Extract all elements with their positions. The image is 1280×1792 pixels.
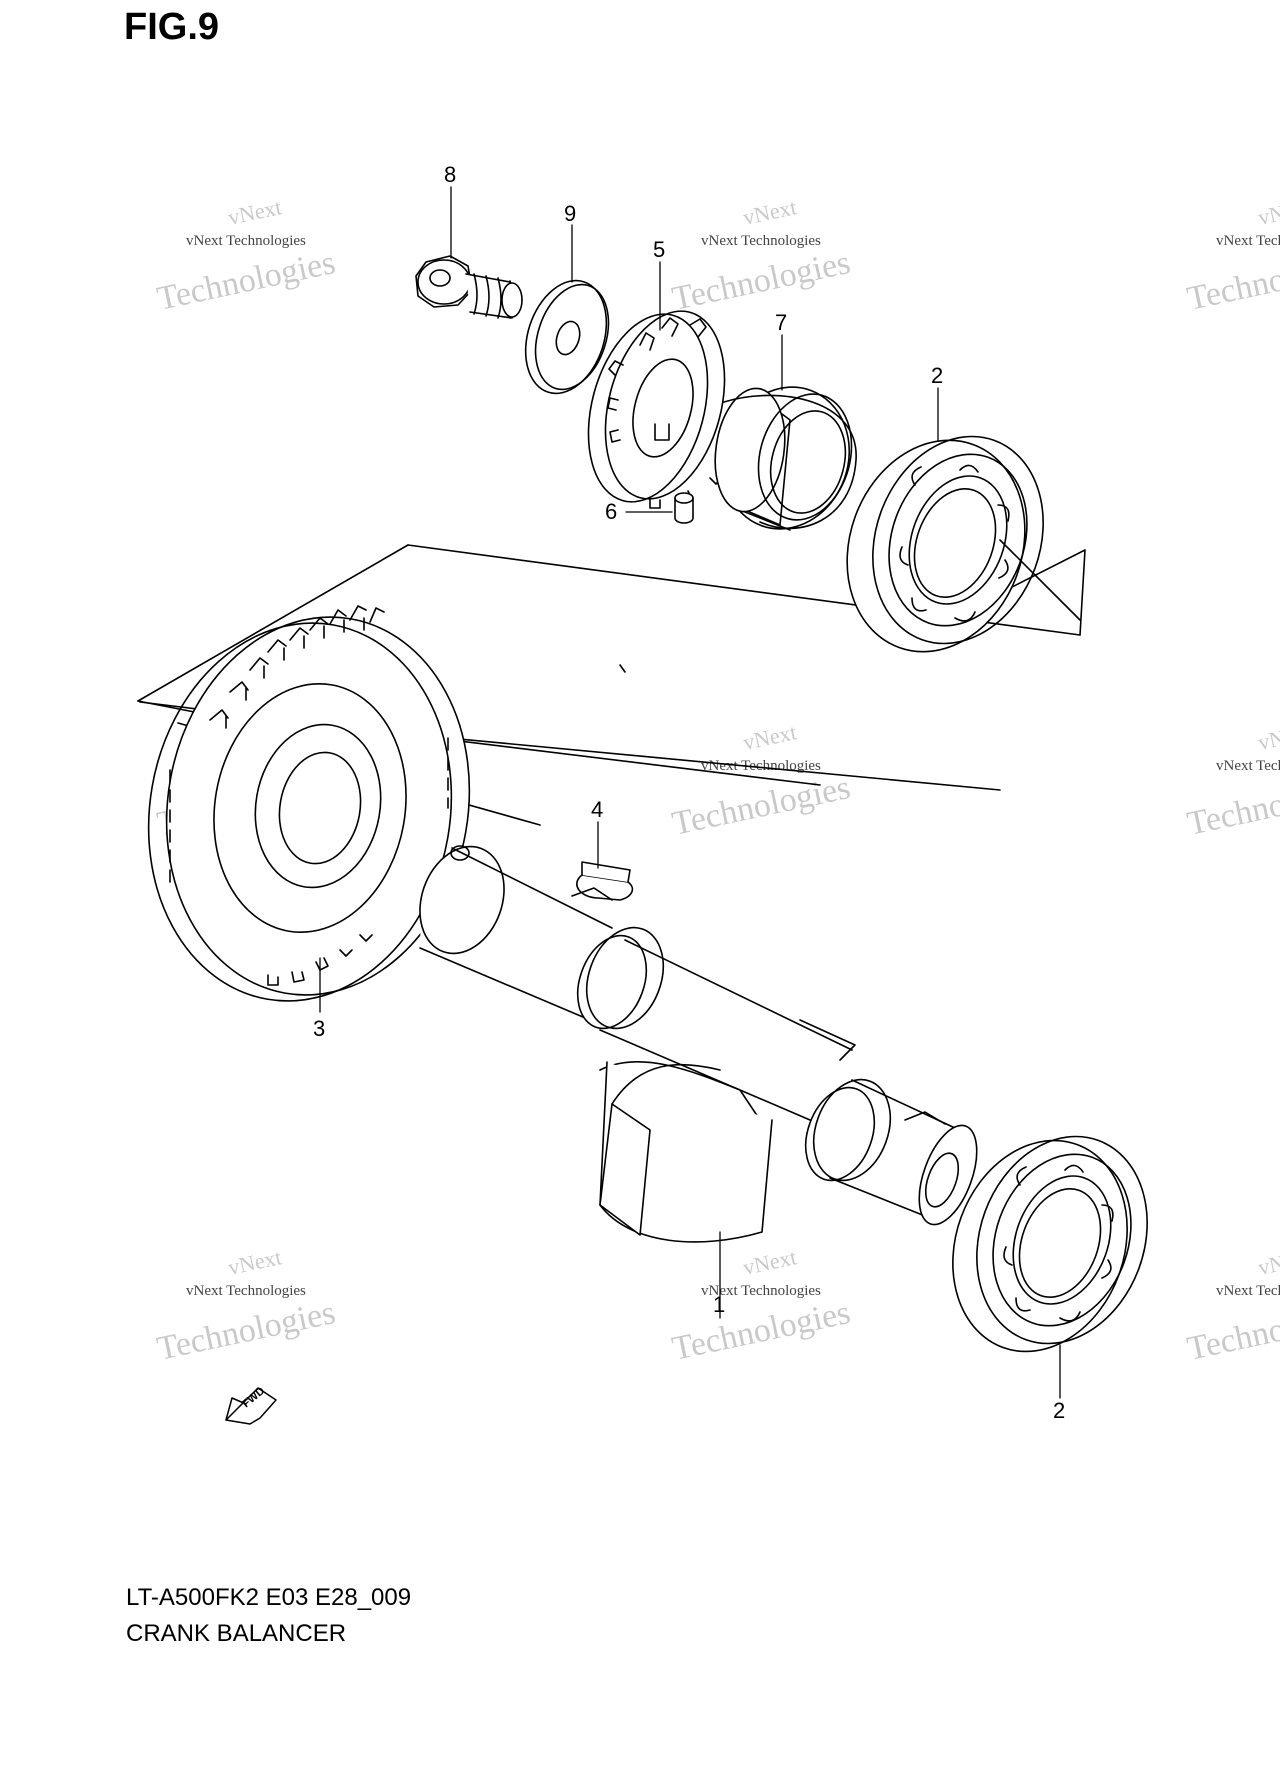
callout-7: 7 <box>775 310 787 335</box>
part-4-woodruff-key <box>577 862 633 900</box>
callout-3: 3 <box>313 1016 325 1041</box>
watermark-text: vNext <box>741 1244 799 1280</box>
watermark-text: vNext Technologies <box>701 1283 821 1299</box>
watermark-text: Technologies <box>154 1294 339 1368</box>
watermark-text: vNext <box>226 194 284 230</box>
watermark: vNext vNext Technologies Technologies <box>669 719 854 843</box>
callout-5: 5 <box>653 237 665 262</box>
callout-1: 1 <box>713 1292 725 1317</box>
callout-2-upper: 2 <box>931 363 943 388</box>
part-7-bushing <box>703 369 869 547</box>
watermark-text: vNext <box>741 194 799 230</box>
watermark-text: vNext Technologies <box>186 1283 306 1299</box>
callout-8: 8 <box>444 162 456 187</box>
watermark-text: Technologies <box>669 769 854 843</box>
part-9-washer <box>512 270 621 404</box>
watermark: vNext vNext Technologies Technologies <box>669 194 854 318</box>
fwd-direction-arrow <box>226 1388 276 1424</box>
part-5-drive-gear <box>569 298 744 515</box>
watermark-text: vNext <box>1256 1244 1280 1280</box>
watermark: vNext vNext Technologies Technologies <box>1184 719 1280 843</box>
watermark-group: vNext vNext Technologies Technologies vN… <box>154 194 1280 1368</box>
watermark: vNext vNext Technologies Technologies <box>1184 1244 1280 1368</box>
callout-4: 4 <box>591 797 603 822</box>
callout-labels: 8 9 5 7 2 6 4 3 1 2 <box>313 162 1065 1423</box>
part-name-caption: CRANK BALANCER <box>126 1620 347 1647</box>
watermark: vNext vNext Technologies Technologies <box>669 1244 854 1368</box>
watermark-text: Technologies <box>669 244 854 318</box>
watermark-text: vNext Technologies <box>1216 233 1280 249</box>
watermark-text: vNext <box>741 719 799 755</box>
part-1-balancer-shaft <box>406 835 989 1242</box>
watermark-text: Technologies <box>154 244 339 318</box>
callout-9: 9 <box>564 201 576 226</box>
part-2-bearing-lower <box>924 1112 1175 1376</box>
part-6-dowel-pin <box>675 493 693 523</box>
watermark-text: vNext <box>226 1244 284 1280</box>
callout-6: 6 <box>605 499 617 524</box>
leader-lines <box>320 187 1060 1398</box>
watermark-text: Technologies <box>1184 769 1280 843</box>
model-code-caption: LT-A500FK2 E03 E28_009 <box>126 1584 412 1611</box>
watermark-text: Technologies <box>1184 1294 1280 1368</box>
part-8-flange-bolt <box>416 256 522 318</box>
watermark-text: vNext Technologies <box>1216 758 1280 774</box>
part-2-bearing-upper <box>818 412 1080 677</box>
watermark-text: Technologies <box>669 1294 854 1368</box>
callout-2-lower: 2 <box>1053 1398 1065 1423</box>
watermark: vNext vNext Technologies Technologies <box>154 194 339 318</box>
watermark-text: vNext <box>1256 719 1280 755</box>
watermark-text: vNext Technologies <box>186 233 306 249</box>
watermark-text: vNext Technologies <box>1216 1283 1280 1299</box>
watermark-text: Technologies <box>1184 244 1280 318</box>
figure-title: FIG.9 <box>124 6 220 48</box>
watermark-text: vNext <box>1256 194 1280 230</box>
watermark: vNext vNext Technologies Technologies <box>1184 194 1280 318</box>
part-3-balancer-driven-gear <box>119 593 498 1025</box>
watermark-text: vNext Technologies <box>701 233 821 249</box>
watermark: vNext vNext Technologies Technologies <box>154 1244 339 1368</box>
